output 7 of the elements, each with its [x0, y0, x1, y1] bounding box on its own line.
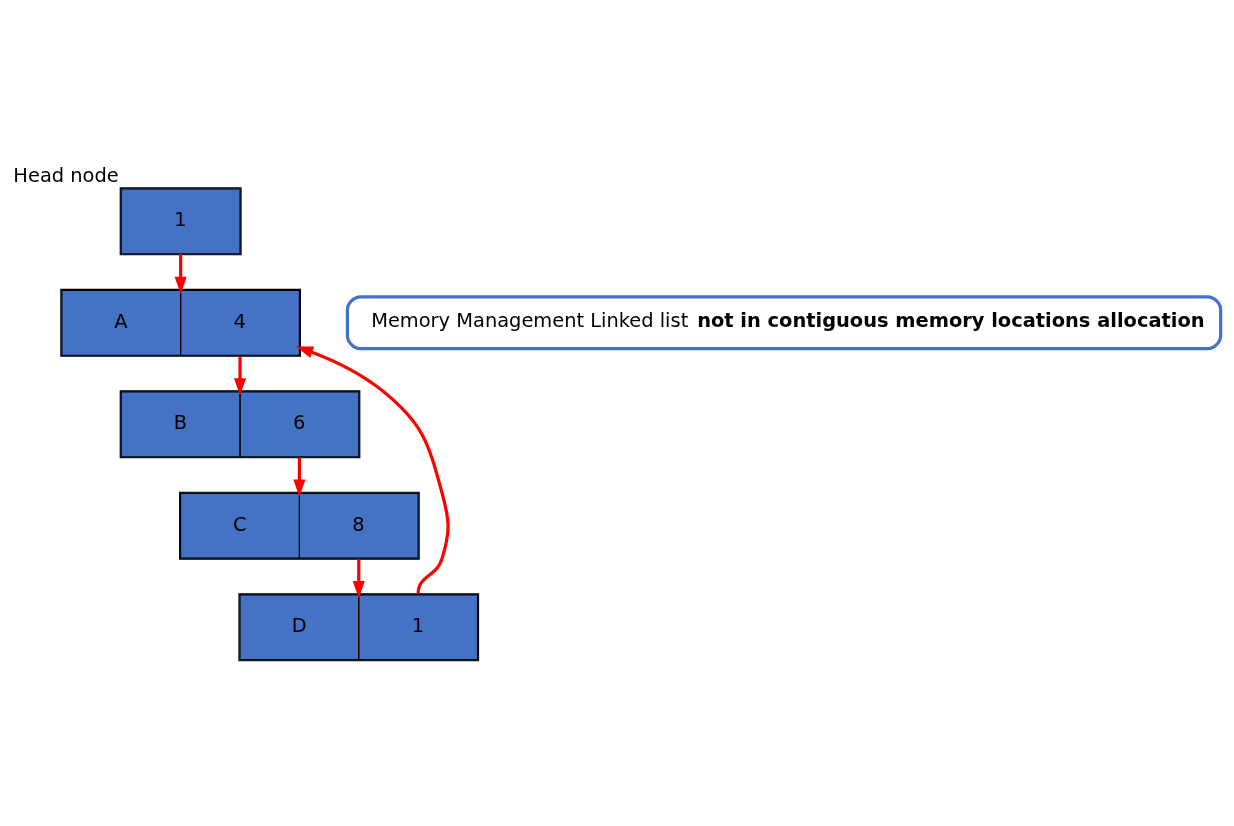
node-label: Head node: [13, 163, 119, 187]
arrow: [233, 355, 247, 395]
arrow: [352, 558, 365, 598]
arrow: [293, 457, 306, 497]
node-box: Memory Management Linked list not in contiguous memory locations allocation: [345, 294, 1223, 350]
arrow: [295, 345, 450, 594]
arrow: [174, 253, 187, 294]
